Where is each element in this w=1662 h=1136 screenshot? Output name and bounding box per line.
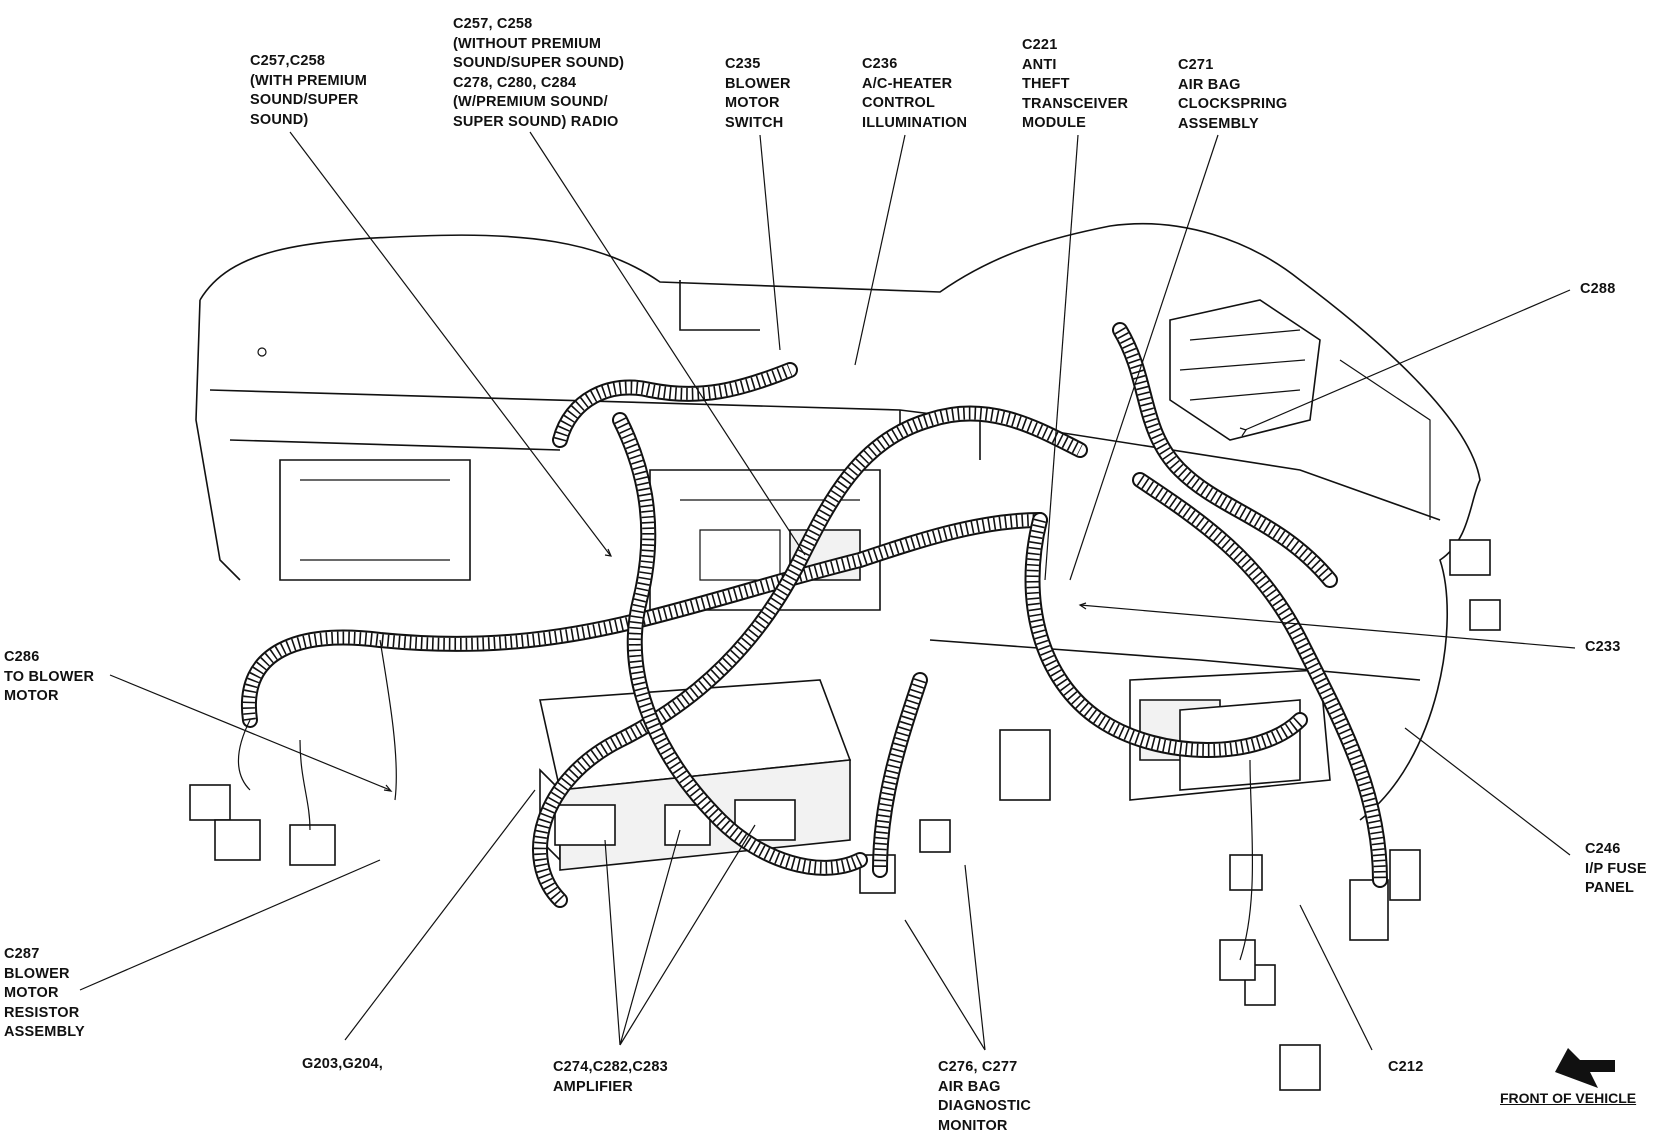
- arrow-icon: [1555, 1048, 1615, 1088]
- callout-c276-airbag-monitor: C276, C277 AIR BAG DIAGNOSTIC MONITOR: [938, 1059, 1032, 1134]
- callout-c236: C236 A/C-HEATER CONTROL ILLUMINATION: [862, 56, 968, 131]
- callout-c288: C288: [1580, 281, 1616, 297]
- callout-c257-with-premium: C257,C258 (WITH PREMIUM SOUND/SUPER SOUN…: [250, 53, 367, 128]
- callout-c212: C212: [1388, 1059, 1424, 1075]
- callout-c287: C287 BLOWER MOTOR RESISTOR ASSEMBLY: [4, 946, 85, 1040]
- callout-c274-amplifier: C274,C282,C283 AMPLIFIER: [553, 1059, 668, 1095]
- callout-c221: C221 ANTI THEFT TRANSCEIVER MODULE: [1022, 37, 1129, 131]
- leader-lines: [79, 131, 1576, 1051]
- front-of-vehicle-label: FRONT OF VEHICLE: [1500, 1090, 1637, 1106]
- callout-c235: C235 BLOWER MOTOR SWITCH: [725, 56, 791, 131]
- callout-c233: C233: [1585, 639, 1621, 655]
- callout-c257-without-premium: C257, C258 (WITHOUT PREMIUM SOUND/SUPER …: [453, 16, 625, 130]
- callout-c286: C286 TO BLOWER MOTOR: [4, 649, 95, 704]
- callout-c271: C271 AIR BAG CLOCKSPRING ASSEMBLY: [1178, 57, 1288, 132]
- callout-g203: G203,G204,: [302, 1056, 383, 1072]
- wire-harness: [237, 322, 1388, 961]
- callout-c246: C246 I/P FUSE PANEL: [1585, 841, 1647, 896]
